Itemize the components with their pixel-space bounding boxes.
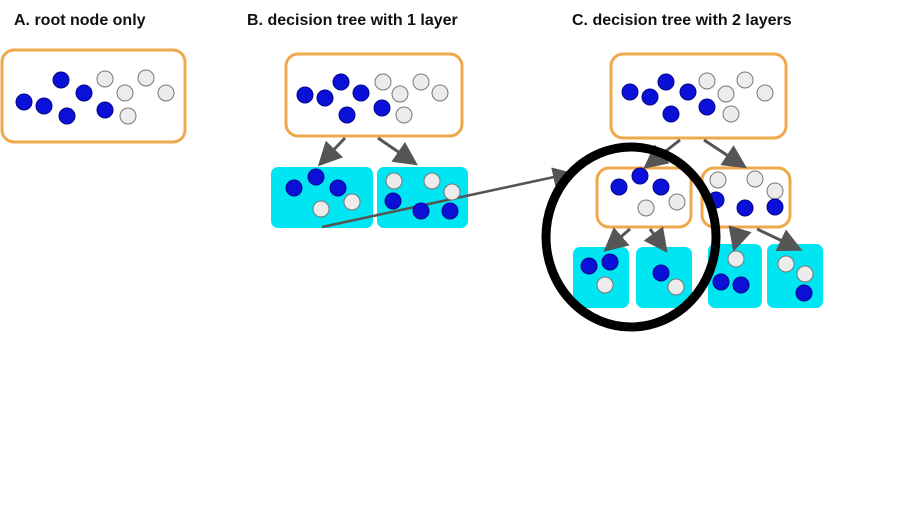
arrow-c-right-right (756, 227, 803, 252)
negative-point (395, 106, 413, 124)
positive-point (285, 179, 303, 197)
negative-point (443, 183, 461, 201)
negative-point (374, 73, 392, 91)
positive-point (441, 202, 459, 220)
negative-point (343, 193, 361, 211)
negative-point (796, 265, 814, 283)
positive-point (316, 89, 334, 107)
positive-point (601, 253, 619, 271)
positive-point (657, 73, 675, 91)
positive-point (373, 99, 391, 117)
negative-point (766, 182, 784, 200)
positive-point (52, 71, 70, 89)
positive-point (580, 257, 598, 275)
arrow-c-right-left (728, 225, 752, 252)
leaf-c-3 (708, 244, 762, 308)
negative-point (119, 107, 137, 125)
negative-point (385, 172, 403, 190)
arrow-b-left (317, 136, 347, 167)
negative-point (391, 85, 409, 103)
positive-point (732, 276, 750, 294)
negative-point (756, 84, 774, 102)
positive-point (58, 107, 76, 125)
negative-point (312, 200, 330, 218)
negative-point (667, 278, 685, 296)
arrow-c-left-left (603, 227, 631, 252)
highlight-ring (541, 142, 721, 332)
negative-point (709, 171, 727, 189)
negative-point (596, 276, 614, 294)
positive-point (96, 101, 114, 119)
positive-point (766, 198, 784, 216)
positive-point (75, 84, 93, 102)
panel-c-title: C. decision tree with 2 layers (572, 12, 792, 29)
positive-point (412, 202, 430, 220)
negative-point (736, 71, 754, 89)
panel-b-title: B. decision tree with 1 layer (247, 12, 458, 29)
negative-point (698, 72, 716, 90)
arrow-c-root-right (703, 138, 748, 169)
positive-point (662, 105, 680, 123)
negative-point (727, 250, 745, 268)
positive-point (641, 88, 659, 106)
positive-point (679, 83, 697, 101)
positive-point (712, 273, 730, 291)
negative-point (777, 255, 795, 273)
negative-point (431, 84, 449, 102)
panel-a-title: A. root node only (14, 12, 146, 29)
positive-point (307, 168, 325, 186)
positive-point (698, 98, 716, 116)
arrow-b-right (377, 136, 418, 166)
connector-arrow-b-to-c (321, 167, 573, 229)
arrow-c-left-right (643, 226, 668, 253)
positive-point (736, 199, 754, 217)
negative-point (157, 84, 175, 102)
negative-point (137, 69, 155, 87)
leaf-c-4 (767, 244, 823, 308)
positive-point (352, 84, 370, 102)
positive-point (384, 192, 402, 210)
negative-point (412, 73, 430, 91)
negative-point (668, 193, 686, 211)
positive-point (329, 179, 347, 197)
negative-point (423, 172, 441, 190)
negative-point (717, 85, 735, 103)
positive-point (35, 97, 53, 115)
positive-point (652, 264, 670, 282)
negative-point (746, 170, 764, 188)
negative-point (637, 199, 655, 217)
positive-point (296, 86, 314, 104)
positive-point (610, 178, 628, 196)
positive-point (338, 106, 356, 124)
positive-point (652, 178, 670, 196)
positive-point (332, 73, 350, 91)
negative-point (116, 84, 134, 102)
positive-point (631, 167, 649, 185)
positive-point (15, 93, 33, 111)
positive-point (795, 284, 813, 302)
negative-point (722, 105, 740, 123)
positive-point (621, 83, 639, 101)
negative-point (96, 70, 114, 88)
